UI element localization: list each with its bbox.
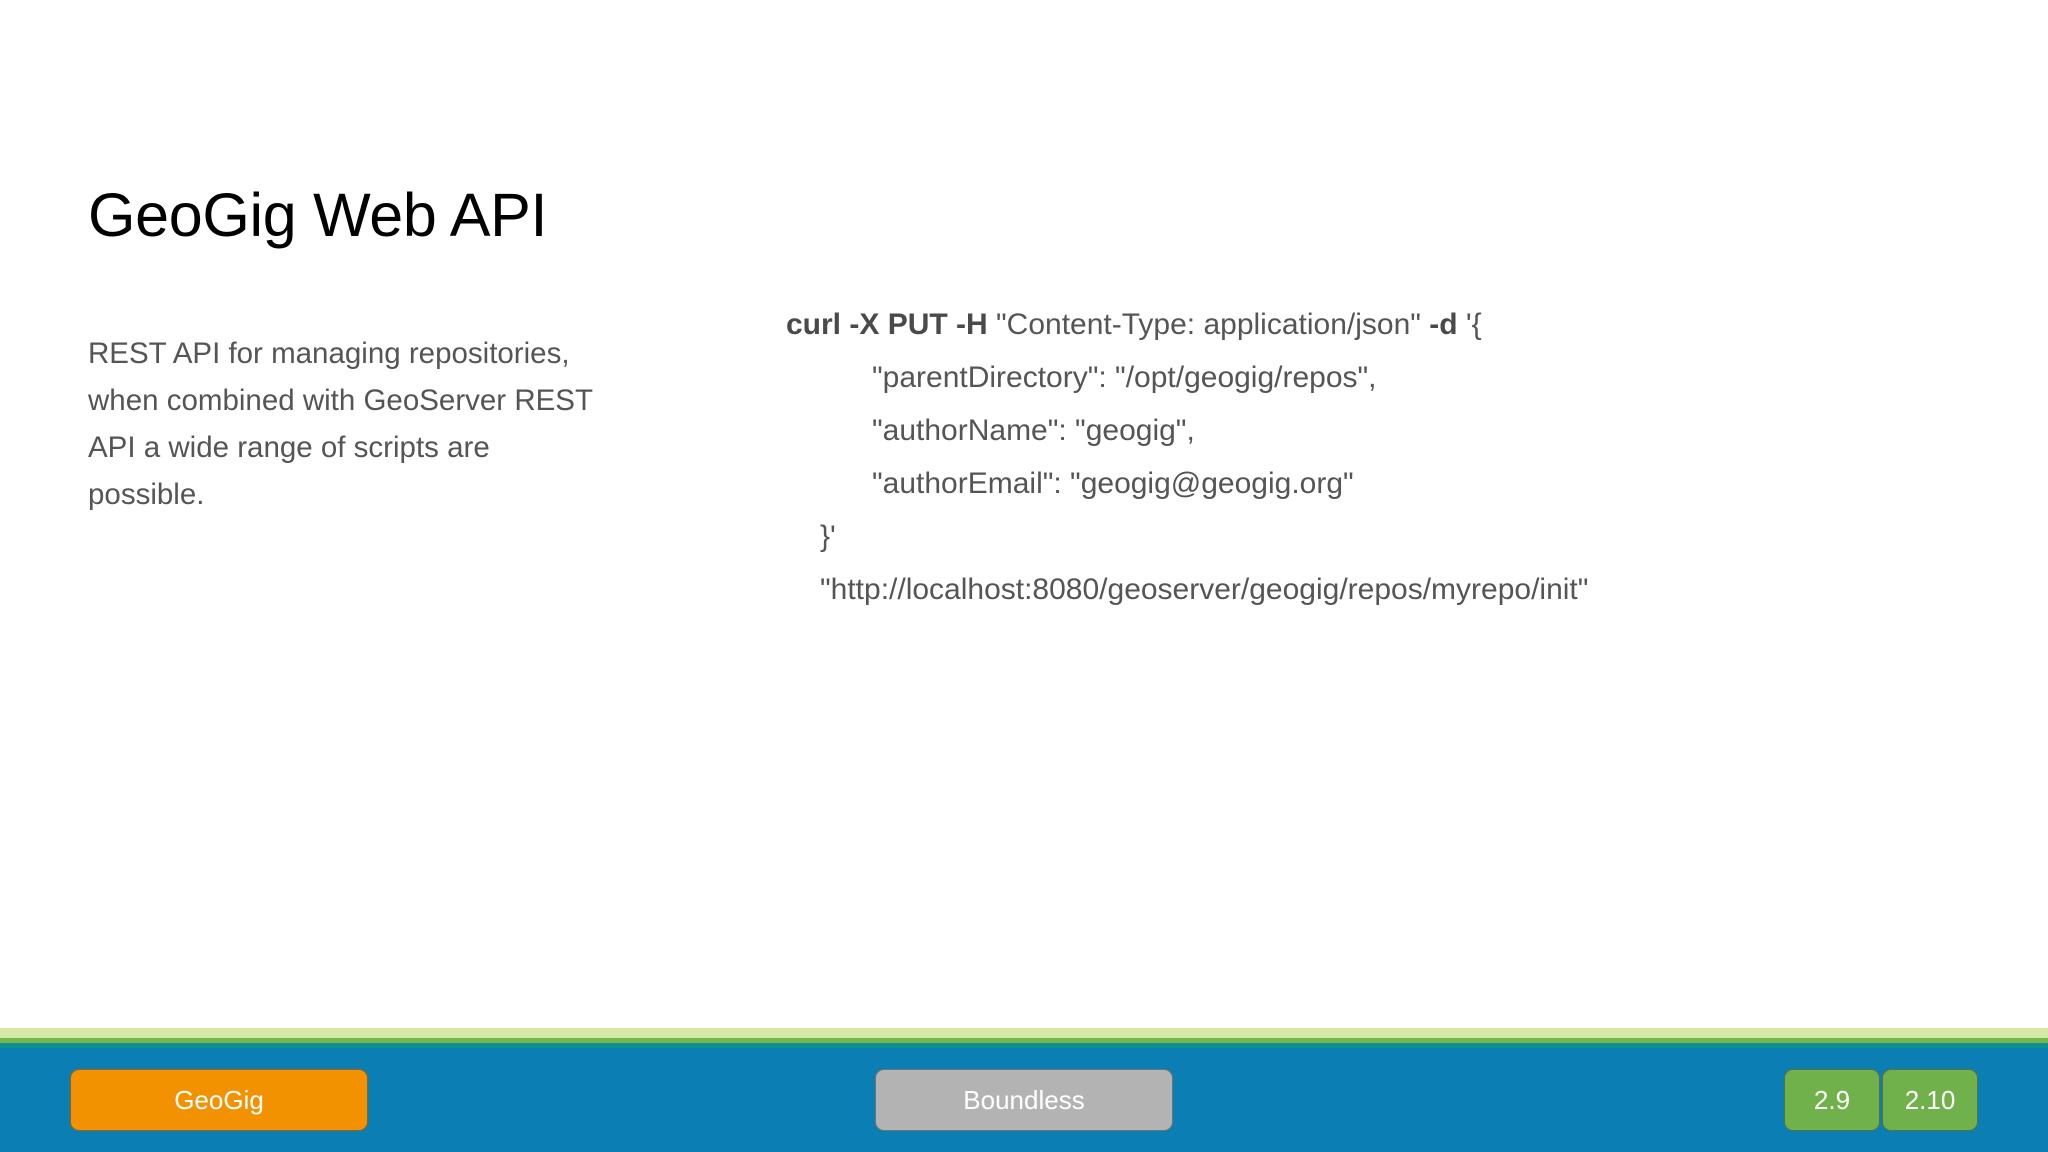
footer-stripe-green bbox=[0, 1038, 2048, 1043]
code-line: "parentDirectory": "/opt/geogig/repos", bbox=[872, 361, 1377, 394]
code-command-keyword: curl -X PUT -H bbox=[786, 308, 988, 341]
code-line: "authorName": "geogig", bbox=[872, 414, 1195, 447]
footer-stripe-teal bbox=[0, 1043, 2048, 1048]
code-line: "authorEmail": "geogig@geogig.org" bbox=[872, 467, 1354, 500]
description-line: API a wide range of scripts are bbox=[88, 431, 490, 464]
page-title: GeoGig Web API bbox=[88, 181, 548, 249]
brand-button-geogig[interactable]: GeoGig bbox=[70, 1069, 368, 1131]
code-block: curl -X PUT -H "Content-Type: applicatio… bbox=[786, 298, 1986, 616]
code-line: }' bbox=[820, 520, 836, 553]
version-badge-2-9[interactable]: 2.9 bbox=[1784, 1069, 1880, 1131]
brand-button-label: GeoGig bbox=[174, 1084, 264, 1115]
company-button-boundless[interactable]: Boundless bbox=[875, 1069, 1173, 1131]
version-badge-label: 2.10 bbox=[1904, 1084, 1956, 1115]
description-line: possible. bbox=[88, 478, 205, 511]
footer-bar: GeoGig Boundless 2.9 2.10 bbox=[0, 1048, 2048, 1152]
version-badge-group: 2.9 2.10 bbox=[1784, 1069, 1978, 1131]
description-line: when combined with GeoServer REST bbox=[88, 384, 594, 417]
slide-footer: GeoGig Boundless 2.9 2.10 bbox=[0, 1028, 2048, 1152]
description-line: REST API for managing repositories, bbox=[88, 337, 570, 370]
version-badge-label: 2.9 bbox=[1813, 1084, 1851, 1115]
code-line: curl -X PUT -H "Content-Type: applicatio… bbox=[786, 298, 1986, 351]
code-text: '{ bbox=[1457, 308, 1482, 341]
version-badge-2-10[interactable]: 2.10 bbox=[1882, 1069, 1978, 1131]
footer-stripe-lime bbox=[0, 1028, 2048, 1038]
company-button-label: Boundless bbox=[963, 1084, 1085, 1115]
code-flag-keyword: -d bbox=[1429, 308, 1458, 341]
code-line: "http://localhost:8080/geoserver/geogig/… bbox=[820, 573, 1589, 606]
code-text: "Content-Type: application/json" bbox=[987, 308, 1430, 341]
description-paragraph: REST API for managing repositories, when… bbox=[88, 330, 688, 518]
